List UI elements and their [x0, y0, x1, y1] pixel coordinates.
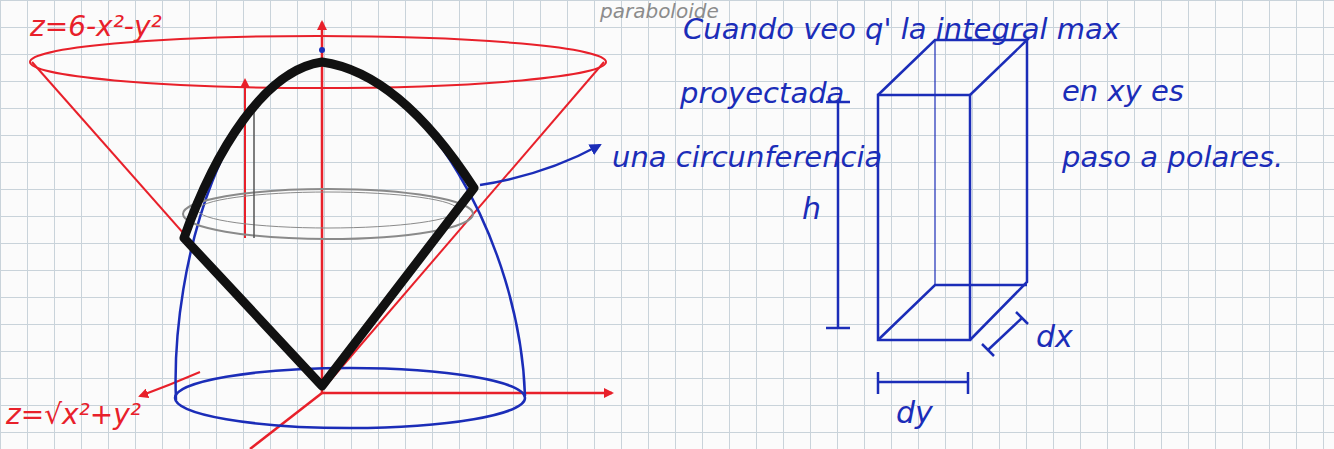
paraboloid	[175, 62, 600, 428]
dimension-label: h	[802, 192, 821, 225]
note-text: una circunferencia	[612, 142, 882, 174]
equation-label: z=6-x²-y²	[30, 12, 162, 43]
note-text: en xy es	[1062, 76, 1184, 108]
volume-element	[826, 40, 1028, 394]
dimension-label: dx	[1036, 320, 1073, 353]
dimension-label: dy	[896, 396, 933, 429]
region-outline	[184, 62, 474, 386]
note-text: Cuando veo q' la integral max	[683, 14, 1120, 46]
note-text: paso a polares.	[1062, 142, 1283, 174]
equation-label: z=√x²+y²	[6, 400, 141, 431]
note-text: proyectada	[680, 78, 844, 110]
